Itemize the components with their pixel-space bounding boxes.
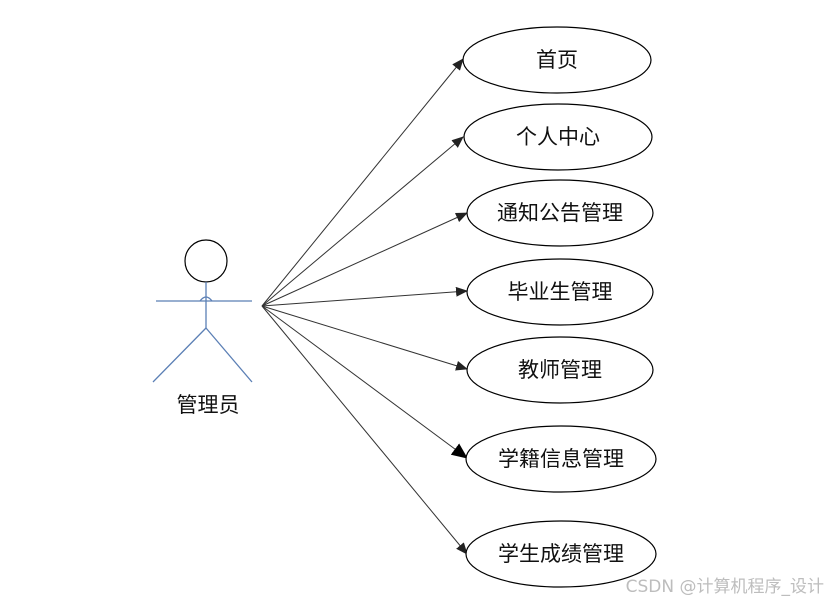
use-case-personal-center: 个人中心 xyxy=(463,103,653,171)
use-case-ellipse xyxy=(466,258,654,326)
actor-administrator: 管理员 xyxy=(152,239,253,417)
association-home xyxy=(261,58,464,307)
use-case-label: 教师管理 xyxy=(518,358,602,382)
use-case-ellipse xyxy=(466,336,654,404)
use-case-ellipse xyxy=(463,103,653,171)
association-notice-management xyxy=(261,212,468,307)
association-personal-center xyxy=(261,136,464,307)
association-graduate-management xyxy=(261,286,468,307)
use-case-ellipse xyxy=(462,26,652,94)
actor-head xyxy=(184,239,228,283)
use-case-label: 毕业生管理 xyxy=(508,280,613,304)
use-case-student-status-management: 学籍信息管理 xyxy=(465,425,657,493)
use-case-home: 首页 xyxy=(462,26,652,94)
use-case-label: 学生成绩管理 xyxy=(498,542,624,566)
use-case-teacher-management: 教师管理 xyxy=(466,336,654,404)
use-case-label: 个人中心 xyxy=(516,125,600,149)
use-case-ellipse xyxy=(465,425,657,493)
watermark: CSDN @计算机程序_设计 xyxy=(625,577,824,597)
association-score-management xyxy=(261,305,468,555)
association-teacher-management xyxy=(261,305,468,371)
use-case-score-management: 学生成绩管理 xyxy=(465,520,657,588)
use-case-notice-management: 通知公告管理 xyxy=(466,179,654,247)
use-case-graduate-management: 毕业生管理 xyxy=(466,258,654,326)
use-case-label: 学籍信息管理 xyxy=(498,447,624,471)
use-case-ellipse xyxy=(466,179,654,247)
association-student-status-management xyxy=(261,305,468,459)
use-case-ellipse xyxy=(465,520,657,588)
use-case-label: 首页 xyxy=(536,48,578,72)
associations xyxy=(261,58,468,555)
actor-left-leg xyxy=(152,327,207,383)
actor-right-leg xyxy=(205,327,253,383)
actor-label: 管理员 xyxy=(177,393,240,417)
use-case-label: 通知公告管理 xyxy=(497,201,623,225)
